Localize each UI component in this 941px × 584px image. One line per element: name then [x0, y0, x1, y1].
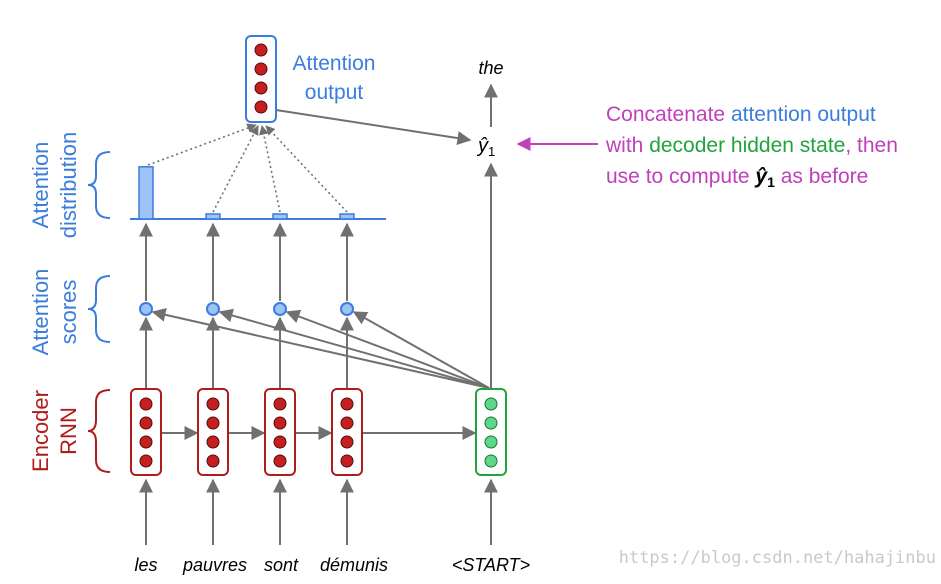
- attention-distribution-label: Attention distribution: [28, 132, 81, 238]
- encoder-rnn-label-line2: RNN: [56, 407, 81, 455]
- annotation-line2: with decoder hidden state, then: [605, 134, 898, 157]
- annotation-line1: Concatenate attention output: [606, 103, 876, 126]
- encoder-rnn-label-line1: Encoder: [28, 390, 53, 472]
- dec-to-score-2: [218, 308, 490, 389]
- score-node-2: [206, 302, 220, 316]
- attention-output-label-line2: output: [305, 81, 364, 104]
- attention-bar-2: [205, 213, 221, 220]
- attention-scores-label: Attention scores: [28, 269, 81, 356]
- input-word-sont: sont: [264, 555, 299, 575]
- yhat-symbol: ŷ1: [476, 135, 495, 159]
- input-word-start: <START>: [452, 555, 530, 575]
- attention-to-yhat-arrow: [275, 109, 472, 145]
- input-word-les: les: [134, 555, 157, 575]
- encoder-brace: [87, 389, 111, 473]
- attention-output-label-line1: Attention: [293, 52, 376, 75]
- weight-line-1: [147, 123, 257, 166]
- attention-scores-brace: [87, 275, 111, 343]
- output-word: the: [478, 58, 503, 78]
- dec-to-score-4: [352, 311, 490, 389]
- attention-bar-3: [272, 213, 288, 220]
- weight-line-2: [212, 125, 259, 213]
- watermark: https://blog.csdn.net/hahajinbu: [619, 548, 936, 568]
- encoder-cell-1: [130, 388, 162, 476]
- dec-to-score-3: [285, 309, 490, 389]
- attention-scores-label-line1: Attention: [28, 269, 53, 356]
- input-word-pauvres: pauvres: [182, 555, 247, 575]
- dec-to-score-1: [151, 307, 490, 389]
- encoder-cell-3: [264, 388, 296, 476]
- attention-scores-label-line2: scores: [56, 280, 81, 345]
- attention-bar-4: [339, 213, 355, 220]
- score-node-1: [139, 302, 153, 316]
- attention-distribution-brace: [87, 151, 111, 219]
- decoder-cell: [475, 388, 507, 476]
- attention-distribution-label-line1: Attention: [28, 142, 53, 229]
- attention-distribution-bars: [138, 166, 355, 220]
- encoder-cell-4: [331, 388, 363, 476]
- annotation-line3: use to compute ŷ1 as before: [606, 165, 868, 190]
- attention-distribution-label-line2: distribution: [56, 132, 81, 238]
- score-node-3: [273, 302, 287, 316]
- encoder-rnn-label: Encoder RNN: [28, 390, 81, 472]
- attention-bar-1: [138, 166, 154, 220]
- weight-line-4: [265, 125, 348, 213]
- encoder-cell-2: [197, 388, 229, 476]
- score-node-4: [340, 302, 354, 316]
- input-word-demunis: démunis: [320, 555, 388, 575]
- attention-output-cell: [245, 35, 277, 123]
